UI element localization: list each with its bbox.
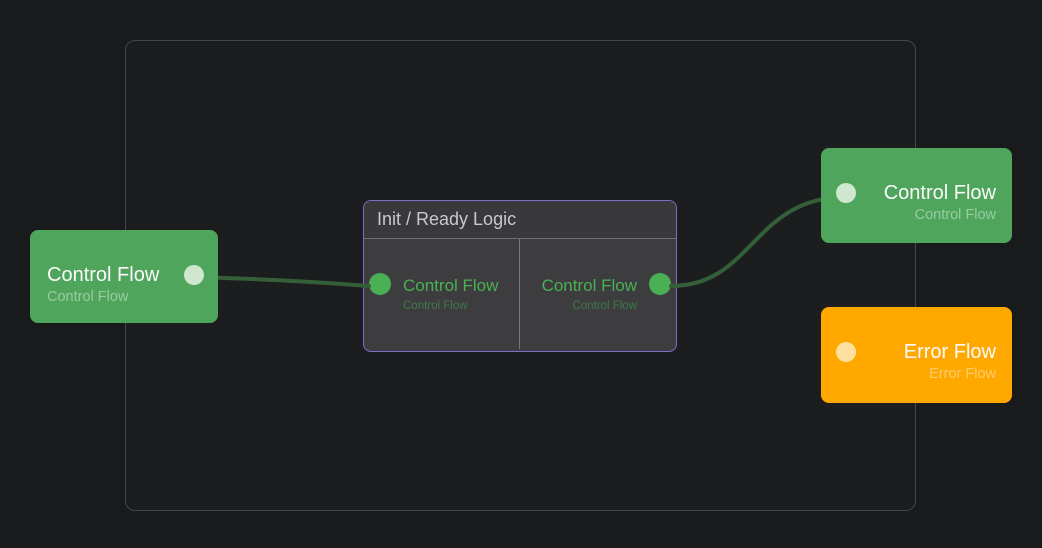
input-title: Control Flow xyxy=(403,276,499,295)
output-port[interactable] xyxy=(184,265,204,285)
node-title: Error Flow xyxy=(903,341,996,363)
input-port[interactable] xyxy=(836,183,856,203)
node-title: Control Flow xyxy=(47,264,160,286)
edge-left-to-init[interactable] xyxy=(192,275,371,288)
node-control-flow-right[interactable]: Control Flow Control Flow xyxy=(821,148,1012,243)
input-subtitle: Control Flow xyxy=(403,300,468,312)
node-subtitle: Control Flow xyxy=(914,207,996,223)
node-header: Init / Ready Logic xyxy=(364,201,676,239)
init-input-section: Control Flow Control Flow xyxy=(364,239,520,349)
output-title: Control Flow xyxy=(541,276,637,295)
input-port[interactable] xyxy=(369,273,391,295)
node-subtitle: Control Flow xyxy=(47,289,129,305)
input-port[interactable] xyxy=(836,342,856,362)
output-port[interactable] xyxy=(649,273,671,295)
node-title: Control Flow xyxy=(883,182,996,204)
node-subtitle: Error Flow xyxy=(929,366,996,382)
node-init-ready-logic[interactable]: Init / Ready Logic Control Flow Control … xyxy=(363,200,677,352)
node-error-flow[interactable]: Error Flow Error Flow xyxy=(821,307,1012,403)
output-subtitle: Control Flow xyxy=(572,300,637,312)
init-output-section: Control Flow Control Flow xyxy=(520,239,676,349)
edge-init-to-right[interactable] xyxy=(669,195,848,288)
node-control-flow-left[interactable]: Control Flow Control Flow xyxy=(30,230,218,323)
